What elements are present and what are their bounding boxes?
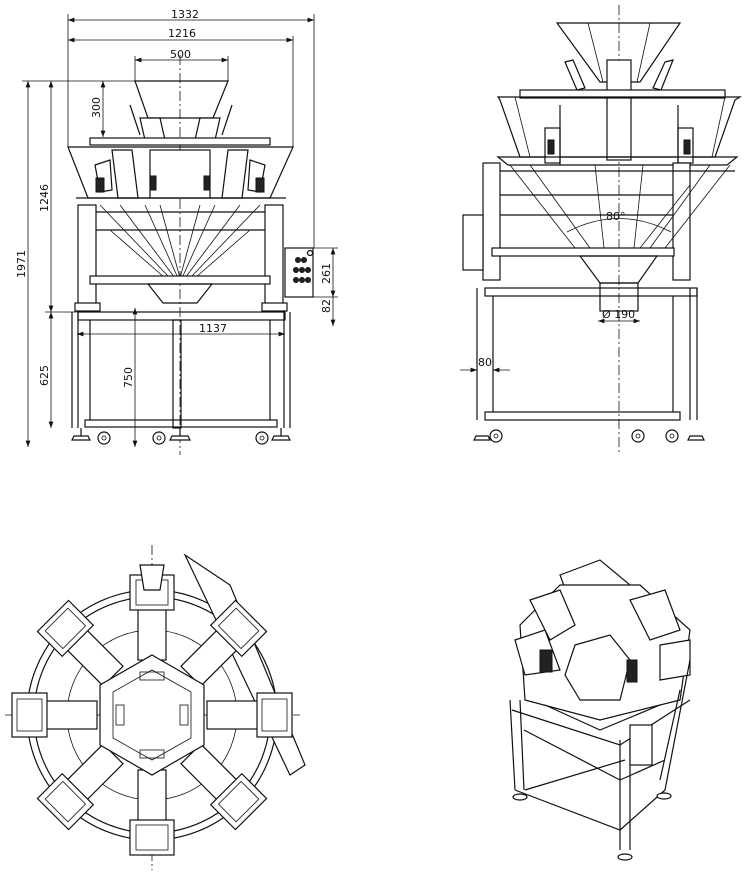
- hopper-arm: [36, 743, 124, 831]
- isometric-view: [509, 559, 691, 861]
- dim-500: 500: [170, 48, 191, 61]
- hopper-arm: [11, 692, 98, 738]
- dim-1246: 1246: [38, 184, 51, 212]
- dim-1332: 1332: [171, 8, 199, 21]
- front-feet: [71, 428, 291, 445]
- hopper-arm: [180, 743, 268, 831]
- dim-80-degrees: 80°: [606, 210, 626, 223]
- dim-300: 300: [90, 97, 103, 118]
- dim-625: 625: [38, 365, 51, 386]
- dim-1216: 1216: [168, 27, 196, 40]
- dim-diameter-190: Ø 190: [602, 308, 635, 321]
- dim-1137: 1137: [199, 322, 227, 335]
- hopper-arm: [129, 769, 175, 856]
- dim-80: 80: [478, 356, 492, 369]
- side-view: 80° Ø 190 80: [460, 5, 743, 455]
- dim-750: 750: [122, 367, 135, 388]
- dim-82: 82: [320, 299, 333, 313]
- hopper-arm: [36, 599, 124, 687]
- hopper-arm: [129, 574, 175, 661]
- hopper-arm: [180, 599, 268, 687]
- dim-1971: 1971: [15, 250, 28, 278]
- dim-261: 261: [320, 263, 333, 284]
- top-view: [5, 545, 306, 870]
- front-view: 1332 1216 500 300 1971 1246 625 750 1137…: [15, 8, 338, 455]
- hopper-arm: [206, 692, 293, 738]
